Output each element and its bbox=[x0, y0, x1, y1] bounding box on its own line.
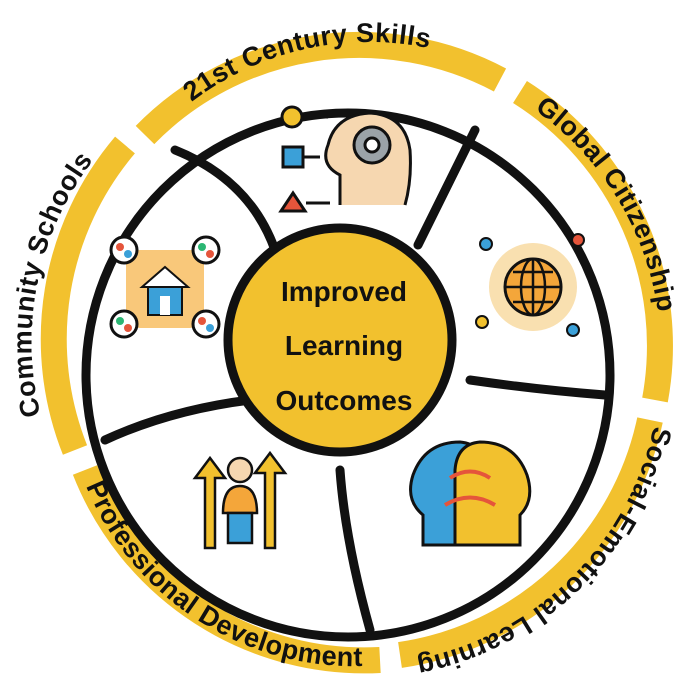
center-line-1: Improved bbox=[281, 276, 407, 307]
two-heads-icon bbox=[409, 440, 532, 547]
ring-segment-global bbox=[513, 81, 673, 403]
center-circle bbox=[223, 223, 457, 457]
dividers bbox=[100, 125, 610, 635]
outer-ring bbox=[40, 31, 673, 674]
ring-segment-21st bbox=[135, 31, 507, 145]
ring-segment-prof bbox=[72, 465, 381, 674]
home-network-icon bbox=[109, 235, 221, 339]
center-line-2: Learning bbox=[285, 330, 403, 361]
person-growth-arrows-icon bbox=[192, 450, 288, 550]
head-gear-shapes-icon bbox=[278, 105, 412, 213]
ring-segment-sel bbox=[398, 417, 663, 668]
globe-network-icon bbox=[475, 233, 585, 337]
center-line-3: Outcomes bbox=[276, 385, 413, 416]
ring-segment-comm bbox=[40, 136, 135, 455]
